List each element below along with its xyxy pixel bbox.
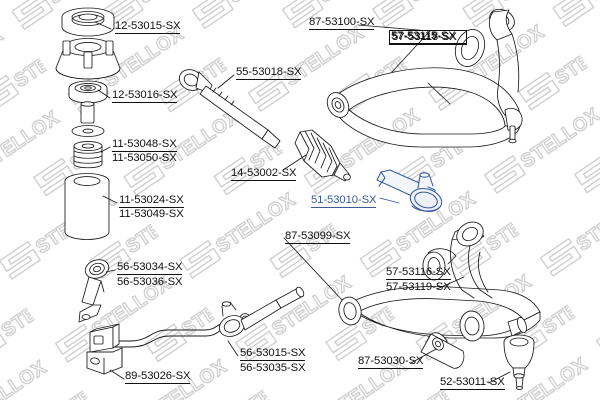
part-bump-stop (73, 140, 103, 169)
part-upper-control-arm (326, 8, 523, 148)
part-label-56-53034-sx: 56-53034-SX (117, 261, 183, 275)
part-tie-rod-assembly (218, 286, 305, 337)
part-lower-control-arm (338, 221, 541, 342)
part-stabilizer-link (78, 259, 110, 323)
part-label-57-53116-sx: 57-53116-SX (386, 266, 451, 280)
part-label-52-53011-sx: 52-53011-SX (440, 376, 505, 390)
part-label-11-53048-sx: 11-53048-SX (112, 138, 177, 152)
part-label-87-53030-sx: 87-53030-SX (358, 355, 424, 369)
part-label-12-53016-sx: 12-53016-SX (112, 89, 178, 103)
part-label-11-53049-sx: 11-53049-SX (119, 208, 184, 220)
part-outer-tie-rod-end-highlighted (376, 169, 443, 212)
part-control-arm-bush (420, 332, 465, 369)
part-strut-mount-bearing (61, 7, 115, 37)
part-label-57-53118-sx: 57-53118-SX (389, 30, 467, 45)
part-upper-bearing (68, 80, 108, 104)
part-spacer-sleeve (80, 101, 95, 124)
part-label-11-53050-sx: 11-53050-SX (112, 152, 177, 164)
part-washer (71, 125, 105, 137)
part-steering-rack-boot (294, 129, 351, 182)
part-label-57-53119-sx: 57-53119-SX (386, 281, 451, 293)
part-label-89-53026-sx: 89-53026-SX (125, 370, 191, 384)
part-dust-boot-sleeve (64, 173, 110, 240)
part-strut-support-mount (55, 38, 121, 80)
part-label-12-53015-sx: 12-53015-SX (115, 20, 181, 34)
part-label-87-53100-sx: 87-53100-SX (309, 16, 375, 30)
part-label-56-53036-sx: 56-53036-SX (117, 276, 183, 288)
part-label-55-53018-sx: 55-53018-SX (236, 66, 302, 80)
part-label-56-53015-sx: 56-53015-SX (240, 347, 306, 361)
part-lower-ball-joint (503, 334, 535, 390)
part-label-51-53010-sx: 51-53010-SX (311, 194, 377, 208)
part-label-14-53002-sx: 14-53002-SX (231, 167, 297, 181)
part-label-57-53115-sx: 57-53115-SX (389, 30, 467, 44)
part-inner-tie-rod (178, 69, 281, 149)
part-label-56-53035-sx: 56-53035-SX (240, 362, 306, 374)
part-stabilizer-bush-clamp (86, 323, 123, 375)
part-label-87-53099-sx: 87-53099-SX (285, 230, 351, 244)
leader-lines (94, 21, 511, 384)
part-label-11-53024-sx: 11-53024-SX (119, 194, 184, 208)
